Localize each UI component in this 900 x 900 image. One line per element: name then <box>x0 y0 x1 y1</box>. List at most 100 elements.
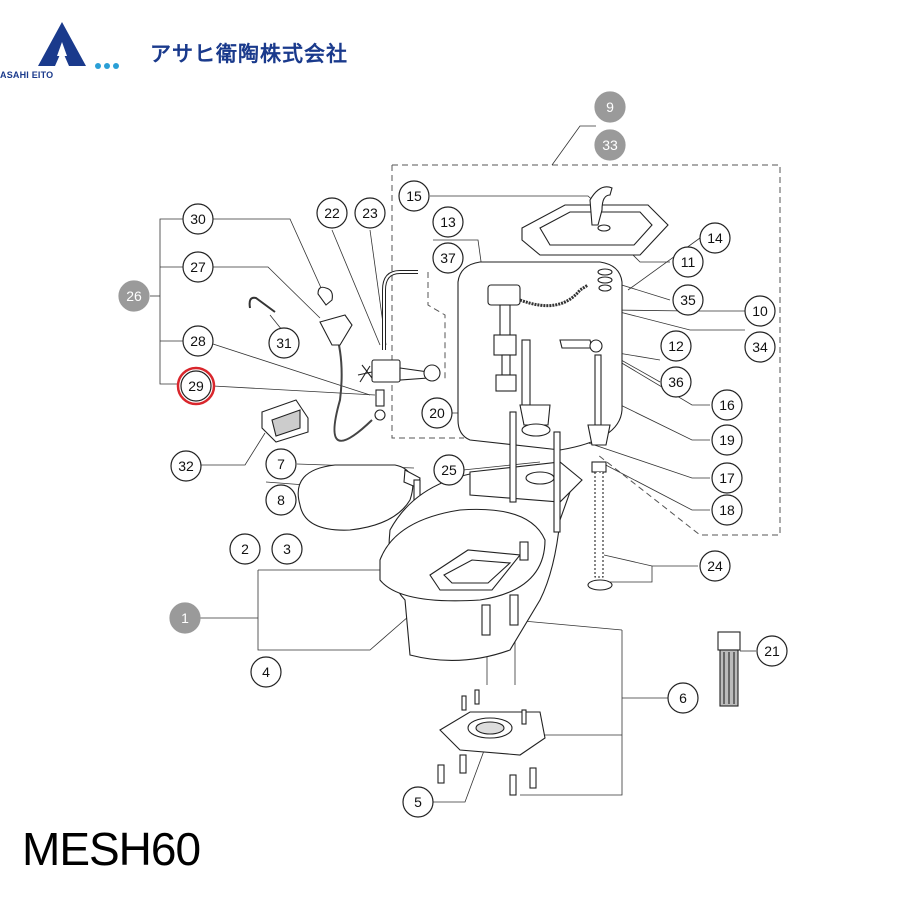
callout-9: 9 <box>594 91 626 123</box>
callout-circle <box>250 656 282 688</box>
callout-circle <box>756 635 788 667</box>
callout-number: 29 <box>188 378 204 394</box>
callout-number: 35 <box>680 292 696 308</box>
callout-number: 10 <box>752 303 768 319</box>
callout-17: 17 <box>711 462 743 494</box>
callout-21: 21 <box>756 635 788 667</box>
callout-37: 37 <box>432 242 464 274</box>
callout-33: 33 <box>594 129 626 161</box>
leader-lines <box>150 125 756 803</box>
callout-highlight-ring <box>176 366 216 406</box>
flush-pipe-inner <box>383 271 418 350</box>
toilet-seat-cover <box>297 464 421 531</box>
callout-circle <box>268 327 300 359</box>
callout-11: 11 <box>672 246 704 278</box>
callout-32: 32 <box>170 450 202 482</box>
floor-screws <box>437 689 537 796</box>
callout-31: 31 <box>268 327 300 359</box>
callout-number: 11 <box>681 254 696 270</box>
callout-circle <box>744 295 776 327</box>
flush-valve <box>519 339 551 437</box>
callout-30: 30 <box>182 203 214 235</box>
callout-6: 6 <box>667 682 699 714</box>
callout-number: 2 <box>241 541 249 557</box>
callout-circle <box>316 197 348 229</box>
callout-22: 22 <box>316 197 348 229</box>
callout-number: 8 <box>277 492 285 508</box>
callout-16: 16 <box>711 389 743 421</box>
callout-circle <box>660 366 692 398</box>
parts-drawing <box>248 186 741 796</box>
callout-number: 27 <box>190 259 206 275</box>
callout-circle <box>398 180 430 212</box>
callout-13: 13 <box>432 206 464 238</box>
callout-number: 26 <box>126 288 142 304</box>
callout-number: 34 <box>752 339 768 355</box>
callout-10: 10 <box>744 295 776 327</box>
logo-text: ASAHI EITO <box>0 70 54 80</box>
callout-circle <box>170 450 202 482</box>
callout-number: 18 <box>719 502 735 518</box>
toilet-tank <box>457 261 623 451</box>
callout-36: 36 <box>660 366 692 398</box>
callout-number: 19 <box>719 432 735 448</box>
callout-circle <box>402 786 434 818</box>
callout-12: 12 <box>660 330 692 362</box>
callout-35: 35 <box>672 284 704 316</box>
callout-circle <box>711 389 743 421</box>
callout-circle <box>182 251 214 283</box>
callout-number: 7 <box>277 456 285 472</box>
callout-27: 27 <box>182 251 214 283</box>
pipe-adapter <box>717 631 741 707</box>
callout-number: 5 <box>414 794 422 810</box>
hand-spray <box>319 314 353 346</box>
callout-34: 34 <box>744 331 776 363</box>
floor-flange <box>439 711 546 756</box>
callout-circle <box>672 246 704 278</box>
callout-circle <box>182 325 214 357</box>
washers <box>597 268 613 292</box>
callout-number: 25 <box>441 462 457 478</box>
toilet-bowl <box>379 469 576 661</box>
wall-hook <box>317 286 333 306</box>
callout-number: 13 <box>440 214 456 230</box>
bolts <box>481 411 561 636</box>
callout-18: 18 <box>711 494 743 526</box>
bowl-deck <box>469 461 583 503</box>
callout-circle <box>744 331 776 363</box>
supply-hose <box>587 461 613 591</box>
callout-5: 5 <box>402 786 434 818</box>
faucet-spout <box>589 186 613 226</box>
callout-number: 9 <box>606 99 614 115</box>
seat-bracket <box>261 399 309 443</box>
callout-number: 22 <box>324 205 340 221</box>
callout-28: 28 <box>182 325 214 357</box>
fill-valve <box>487 284 521 392</box>
callout-number: 33 <box>602 137 618 153</box>
callout-29: 29 <box>176 366 216 406</box>
callout-number: 12 <box>668 338 684 354</box>
callout-number: 6 <box>679 690 687 706</box>
callout-circle <box>432 206 464 238</box>
tank-assembly-boundary <box>391 164 781 536</box>
callout-circle <box>711 494 743 526</box>
callout-circle <box>265 448 297 480</box>
tank-lid-basin <box>521 204 669 256</box>
callout-circle <box>699 550 731 582</box>
callout-circle <box>421 397 453 429</box>
callout-23: 23 <box>354 197 386 229</box>
callout-24: 24 <box>699 550 731 582</box>
callout-circle <box>182 203 214 235</box>
callout-number: 3 <box>283 541 291 557</box>
callout-circle <box>711 462 743 494</box>
callout-number: 36 <box>668 374 684 390</box>
model-number: MESH60 <box>22 823 201 875</box>
callout-26: 26 <box>118 280 150 312</box>
callout-number: 16 <box>719 397 735 413</box>
callout-circle <box>699 222 731 254</box>
callout-circle <box>265 484 297 516</box>
callout-number: 30 <box>190 211 206 227</box>
